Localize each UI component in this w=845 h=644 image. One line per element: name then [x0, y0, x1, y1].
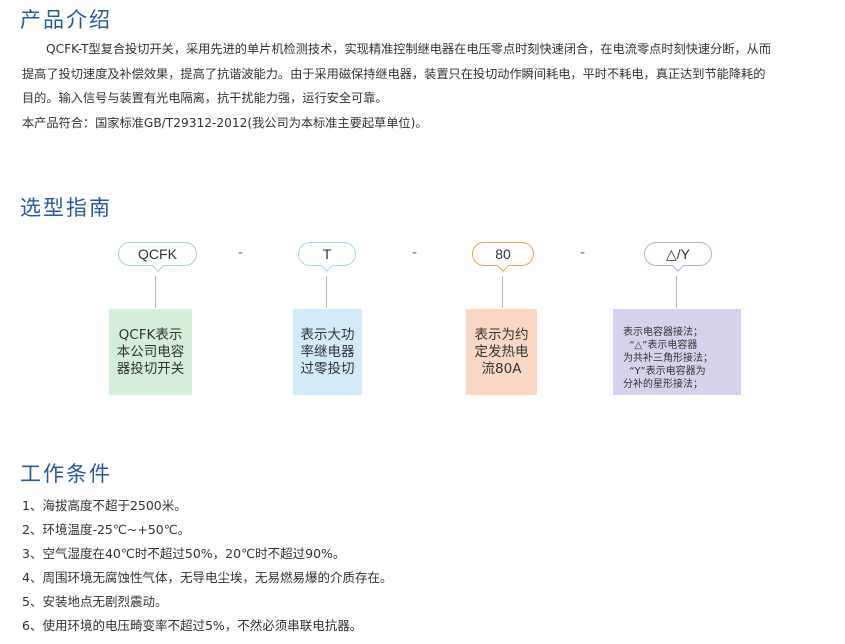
desc-line: QCFK表示 [118, 326, 183, 343]
connector-line [676, 276, 677, 308]
intro-line: 提高了投切速度及补偿效果，提高了抗谐波能力。由于采用磁保持继电器，装置只在投切动… [22, 66, 766, 81]
desc-line: 表示为约 [474, 326, 529, 343]
desc-line: 表示大功 [300, 326, 355, 343]
desc-line: “△”表示电容器 [623, 340, 698, 351]
guide-heading: 选型指南 [20, 196, 112, 220]
condition-item: 5、安装地点无剧烈震动。 [22, 594, 168, 609]
desc-box-connection: 表示电容器接法； “△”表示电容器为共补三角形接法； “Y”表示电容器为分补的星… [613, 309, 741, 395]
conditions-heading: 工作条件 [20, 462, 112, 486]
standard-line: 本产品符合：国家标准GB/T29312-2012(我公司为本标准主要起草单位)。 [22, 115, 428, 130]
desc-line: 本公司电容 [116, 343, 185, 360]
code-bubble-current: 80 [472, 242, 534, 266]
desc-line: 过零投切 [300, 360, 355, 377]
desc-line: 表示电容器接法； [623, 327, 703, 338]
desc-line: “Y”表示电容器为 [623, 366, 706, 377]
desc-box-t: 表示大功 率继电器 过零投切 [293, 309, 362, 395]
connector-line [326, 276, 327, 308]
intro-line: QCFK-T型复合投切开关，采用先进的单片机检测技术，实现精准控制继电器在电压零… [46, 42, 772, 56]
intro-line: 目的。输入信号与装置有光电隔离，抗干扰能力强，运行安全可靠。 [22, 91, 388, 105]
intro-paragraph: QCFK-T型复合投切开关，采用先进的单片机检测技术，实现精准控制继电器在电压零… [22, 37, 832, 135]
code-bubble-t: T [298, 242, 356, 266]
desc-line: 为共补三角形接法； [623, 353, 713, 364]
desc-line: 率继电器 [300, 343, 355, 360]
condition-item: 4、周围环境无腐蚀性气体，无导电尘埃，无易燃易爆的介质存在。 [22, 570, 393, 585]
desc-line: 定发热电 [474, 343, 529, 360]
condition-item: 1、海拔高度不超于2500米。 [22, 498, 187, 513]
intro-heading: 产品介绍 [20, 8, 112, 32]
connector-line [155, 276, 156, 308]
desc-line: 器投切开关 [116, 360, 185, 377]
code-bubble-qcfk: QCFK [118, 242, 197, 266]
connector-line [502, 276, 503, 308]
desc-box-current: 表示为约 定发热电 流80A [466, 309, 537, 395]
separator: - [412, 245, 418, 261]
condition-item: 2、环境温度-25℃~+50℃。 [22, 522, 191, 537]
separator: - [238, 245, 244, 261]
code-bubble-connection: △/Y [644, 242, 712, 266]
condition-item: 6、使用环境的电压畸变率不超过5%，不然必须串联电抗器。 [22, 618, 363, 633]
desc-line: 分补的星形接法； [623, 379, 703, 390]
desc-box-qcfk: QCFK表示 本公司电容 器投切开关 [109, 309, 192, 395]
condition-item: 3、空气湿度在40℃时不超过50%，20℃时不超过90%。 [22, 546, 346, 561]
separator: - [580, 245, 586, 261]
desc-line: 流80A [481, 360, 522, 377]
